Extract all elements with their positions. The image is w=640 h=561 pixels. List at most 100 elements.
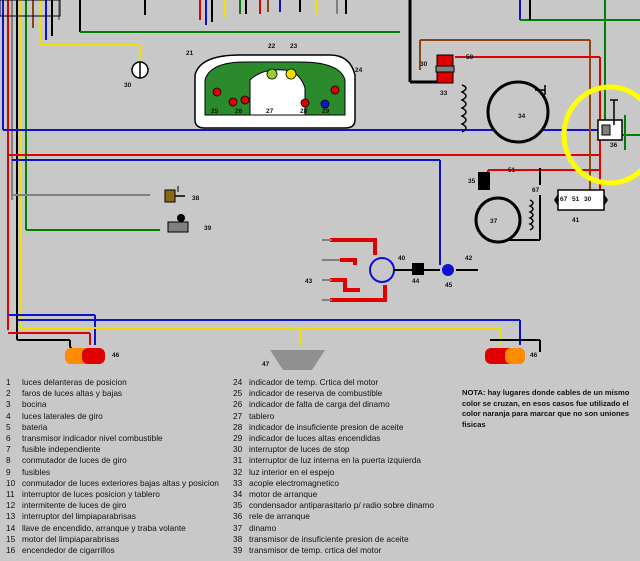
interior-lamp — [270, 350, 325, 370]
label-46-right: 46 — [530, 352, 538, 359]
legend-item-text: interruptor de luces posicion y tablero — [22, 489, 160, 500]
legend-item-number: 16 — [6, 545, 16, 556]
label-33: 33 — [440, 90, 448, 97]
legend-item-number: 31 — [233, 455, 243, 466]
legend-item-text: indicador de insuficiente presion de ace… — [249, 421, 404, 432]
wiring-diagram: 21 22 23 24 25 26 27 28 29 30 33 34 35 3… — [0, 0, 640, 370]
label-38: 38 — [192, 195, 200, 202]
legend-item-number: 25 — [233, 388, 243, 399]
stop-switch — [131, 61, 149, 79]
legend-item-text: transmisor de temp. crtica del motor — [249, 545, 382, 556]
label-39: 39 — [204, 225, 212, 232]
legend-item-text: conmutador de luces exteriores bajas alt… — [22, 477, 219, 488]
wire-label-30: 30 — [420, 61, 428, 68]
legend-item-text: conmutador de luces de giro — [22, 455, 127, 466]
label-22: 22 — [268, 43, 276, 50]
legend-item-number: 33 — [233, 477, 243, 488]
label-27: 27 — [266, 108, 274, 115]
oil-pressure-sensor — [164, 186, 185, 203]
legend-item-number: 26 — [233, 399, 243, 410]
legend-item-text: llave de encendido, arranque y traba vol… — [22, 522, 186, 533]
label-29: 29 — [322, 108, 330, 115]
legend-item-number: 39 — [233, 545, 243, 556]
legend-item-number: 36 — [233, 511, 243, 522]
terminal-51: 51 — [572, 196, 580, 203]
ignition-assembly — [322, 238, 478, 302]
rear-lamp-left — [65, 348, 105, 364]
legend-item-text: indicador de reserva de combustible — [249, 388, 383, 399]
legend-item-number: 29 — [233, 433, 243, 444]
legend-item-text: motor de arranque — [249, 489, 318, 500]
dashboard-panel — [194, 54, 356, 129]
legend-item: 33 acople electromagnetico — [233, 478, 434, 489]
label-28: 28 — [300, 108, 308, 115]
legend-item-text: transmisor indicador nivel combustible — [22, 433, 163, 444]
legend-item-text: motor del limpiaparabrisas — [22, 533, 120, 544]
plus-sign: + — [522, 139, 526, 146]
dynamo-regulator-group — [474, 172, 608, 244]
legend-item-number: 24 — [233, 377, 243, 387]
label-26: 26 — [235, 108, 243, 115]
starter-solenoid — [435, 54, 467, 133]
legend-item-text: bocina — [22, 399, 47, 410]
legend-item-text: interruptor de luz interna en la puerta … — [249, 455, 422, 466]
label-44: 44 — [412, 278, 420, 285]
legend-item-number: 6 — [6, 433, 11, 444]
legend-item-number: 15 — [6, 533, 16, 544]
legend-item-text: acople electromagnetico — [249, 477, 339, 488]
legend-item-text: indicador de temp. Crtica del motor — [249, 377, 379, 387]
terminal-67: 67 — [560, 196, 568, 203]
legend-item-text: encendedor de cigarrillos — [22, 545, 115, 556]
legend-item: 7 fusible independiente — [6, 444, 219, 455]
legend-item-text: fusible independiente — [22, 444, 101, 455]
legend-item-text: luces delanteras de posicion — [22, 377, 127, 387]
legend-item: 24 indicador de temp. Crtica del motor — [233, 377, 434, 388]
legend-right-column: 24 indicador de temp. Crtica del motor 25 i… — [233, 377, 434, 556]
label-45: 45 — [445, 282, 453, 289]
label-25: 25 — [211, 108, 219, 115]
legend-item: 28 indicador de insuficiente presion de a… — [233, 422, 434, 433]
legend-item: 34 motor de arranque — [233, 489, 434, 500]
legend-item: 39 transmisor de temp. crtica del motor — [233, 545, 434, 556]
legend-item-text: interruptor del limpiaparabrisas — [22, 511, 136, 522]
highlight-circle — [561, 84, 640, 186]
legend-item-number: 34 — [233, 489, 243, 500]
legend-item: 25 indicador de reserva de combustible — [233, 388, 434, 399]
legend-item: 15 motor del limpiaparabrisas — [6, 534, 219, 545]
legend-item-text: indicador de falta de carga del dinamo — [249, 399, 390, 410]
legend-item: 6 transmisor indicador nivel combustible — [6, 433, 219, 444]
legend-item-number: 11 — [6, 489, 15, 500]
legend-item-text: indicador de luces altas encendidas — [249, 433, 381, 444]
legend-item-text: interruptor de luces de stop — [249, 444, 350, 455]
label-47: 47 — [262, 361, 270, 368]
legend-item-text: tablero — [249, 410, 275, 421]
legend-item: 16 encendedor de cigarrillos — [6, 545, 219, 556]
left-wire-bundle — [0, 0, 400, 340]
rear-lamp-right — [485, 348, 525, 364]
label-46-left: 46 — [112, 352, 120, 359]
legend-item: 31 interruptor de luz interna en la puert… — [233, 455, 434, 466]
legend-item-number: 7 — [6, 444, 11, 455]
label-24: 24 — [355, 67, 363, 74]
legend-item: 26 indicador de falta de carga del dinamo — [233, 399, 434, 410]
legend-item-text: luz interior en el espejo — [249, 466, 335, 477]
label-23: 23 — [290, 43, 298, 50]
component-number-labels: 21 22 23 24 25 26 27 28 29 30 33 34 35 3… — [112, 43, 618, 368]
label-34: 34 — [518, 113, 526, 120]
wire-label-50: 50 — [466, 54, 474, 61]
legend-item-text: transmisor de insuficiente presion de ac… — [249, 533, 409, 544]
legend-item-number: 28 — [233, 421, 243, 432]
